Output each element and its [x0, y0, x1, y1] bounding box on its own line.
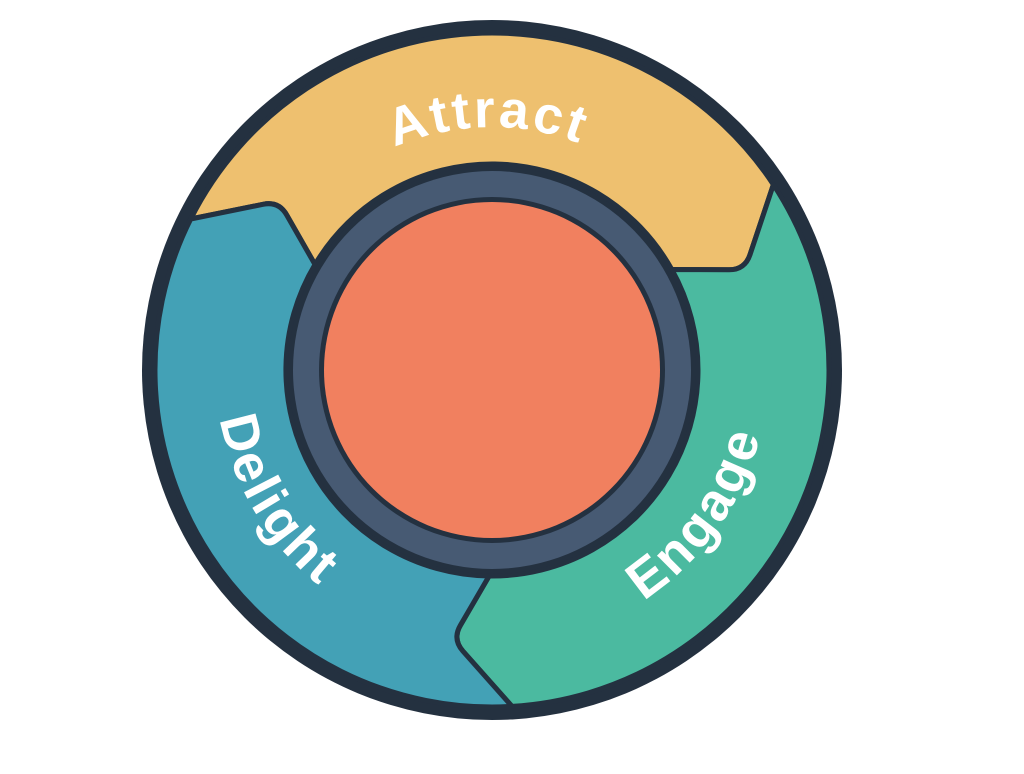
hub-core — [324, 202, 660, 538]
segment-delight — [152, 201, 515, 710]
